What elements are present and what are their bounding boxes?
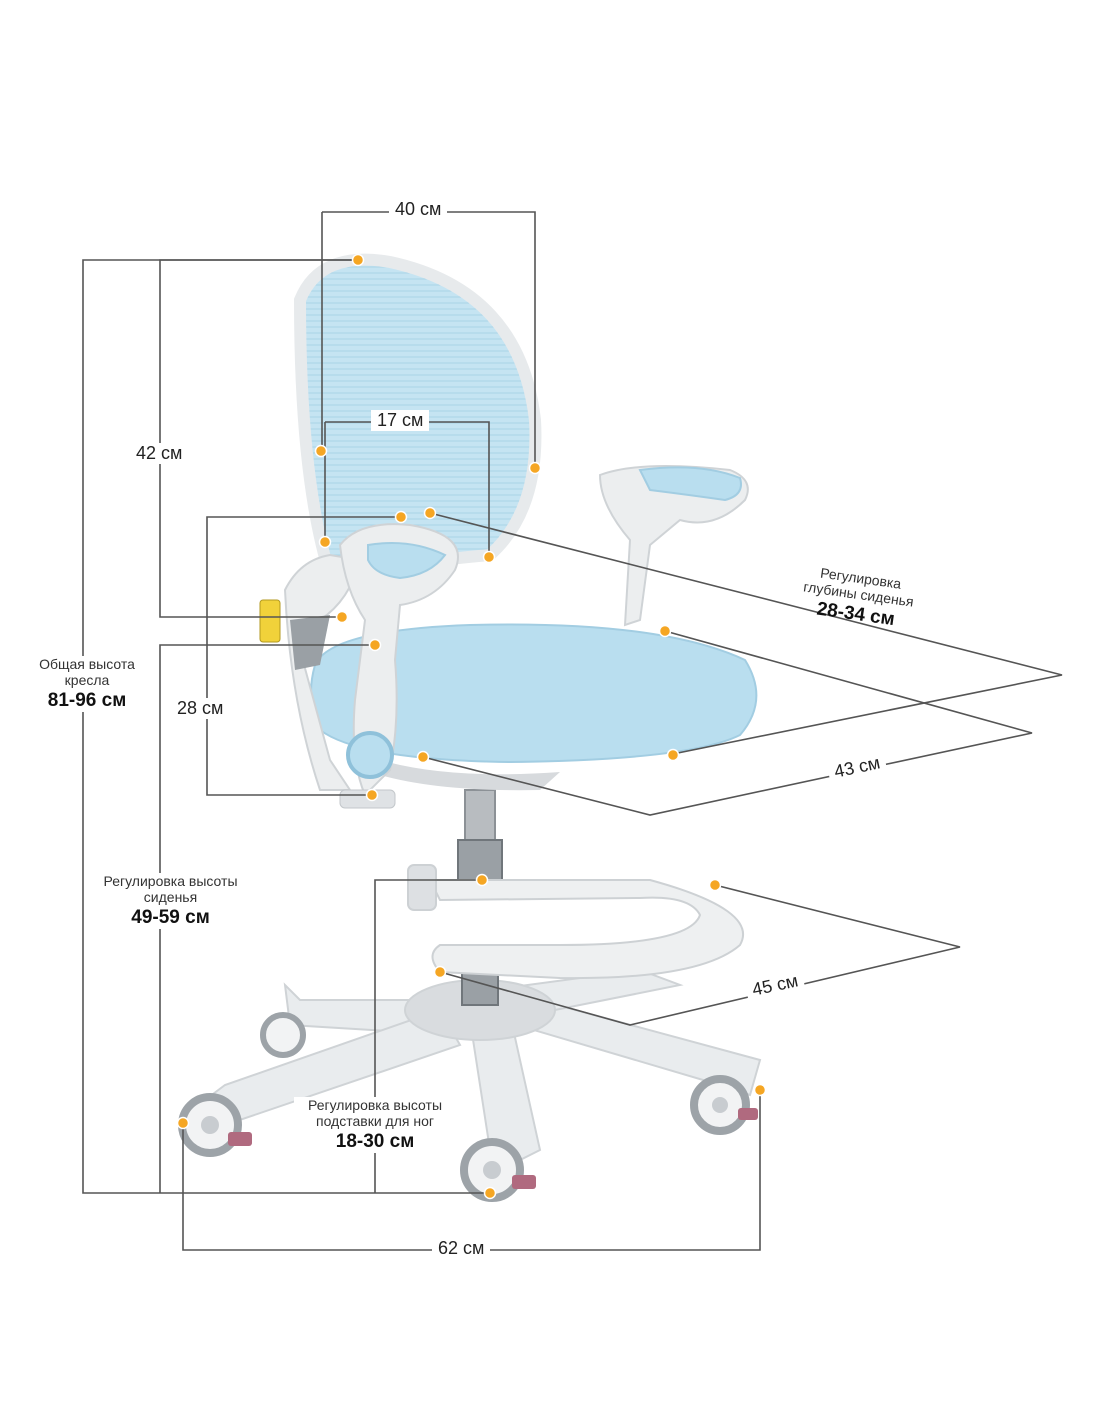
dot-caster-front [483,1186,497,1200]
footrest-height-caption-2: подставки для ног [316,1113,434,1130]
dim-armrest-height: 28 см [171,698,230,719]
dot-backrest-left [314,444,328,458]
dot-seat-level [368,638,382,652]
seat-height-caption-1: Регулировка высоты [103,873,238,889]
dot-seat-rear [335,610,349,624]
total-height-caption-2: кресла [64,672,110,689]
dot-footrest-front [708,878,722,892]
measurement-dots [176,253,767,1200]
dim-back-height: 42 см [130,443,189,464]
footrest-height-annotation: Регулировка высоты подставки для ног 18-… [294,1097,456,1154]
dim-back-width: 40 см [389,199,448,220]
dot-seat-back-edge [423,506,437,520]
dot-seat-bottom-front [666,748,680,762]
dim-base-width: 62 см [432,1238,491,1259]
dot-lumbar-right [482,550,496,564]
caster-wheels [178,1012,758,1202]
dot-footrest-rear [433,965,447,979]
dot-caster-left [176,1116,190,1130]
seat-height-value: 49-59 см [131,907,210,929]
chair-base [203,968,762,1162]
seat-height-annotation: Регулировка высоты сиденья 49-59 см [88,873,253,930]
seat-height-caption-2: сиденья [143,889,198,906]
adjustment-knob [259,599,396,809]
armrests [283,465,749,797]
dim-lumbar-width: 17 см [371,410,430,431]
dot-backrest-top [351,253,365,267]
seat-cushion [310,623,758,791]
dot-armrest-base [365,788,379,802]
dot-armrest-top [394,510,408,524]
chair-illustration [178,253,762,1202]
footrest-height-caption-1: Регулировка высоты [307,1097,443,1113]
dot-seat-bottom-rear [416,750,430,764]
dot-footrest-column [475,873,489,887]
footrest-ring [407,864,745,980]
footrest-height-value: 18-30 см [335,1131,415,1153]
dot-caster-right [753,1083,767,1097]
total-height-caption-1: Общая высота [39,656,135,672]
dot-lumbar-left [318,535,332,549]
dot-backrest-right [528,461,542,475]
total-height-annotation: Общая высота кресла 81-96 см [20,656,154,713]
total-height-value: 81-96 см [47,690,127,712]
dot-seat-front [658,624,672,638]
